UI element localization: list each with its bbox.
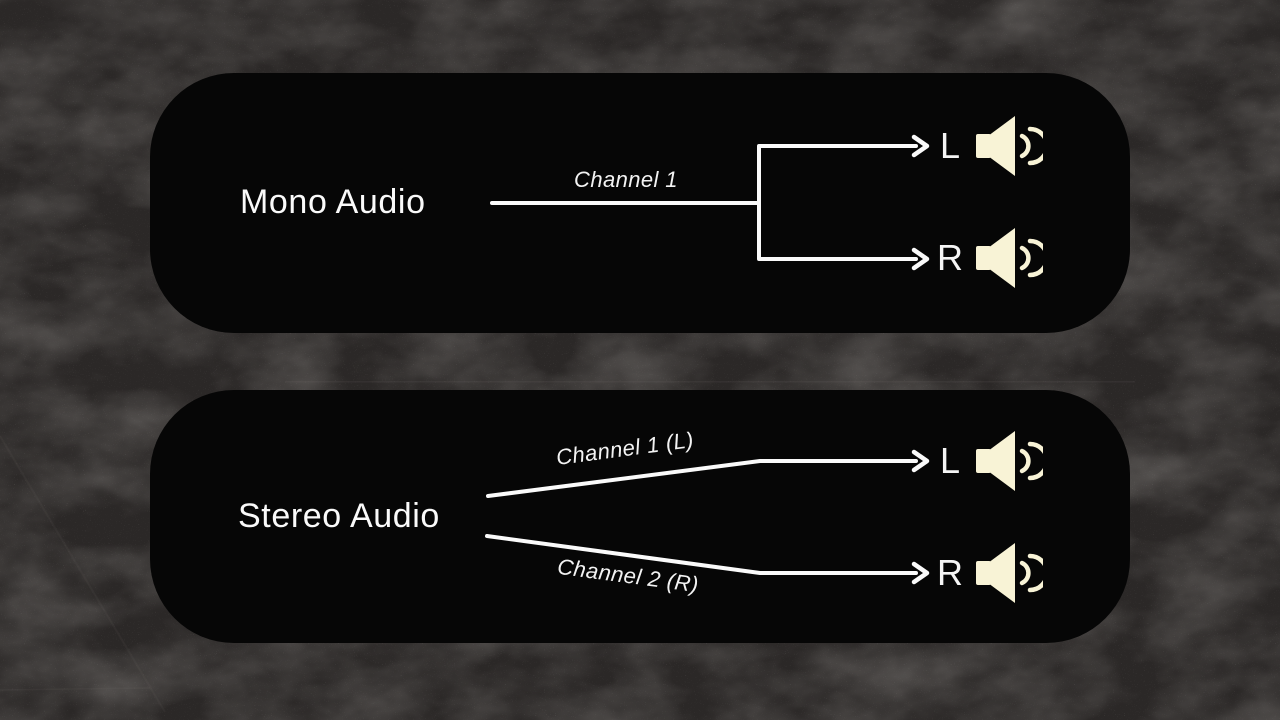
mono-output-label-r: R bbox=[937, 237, 963, 278]
speaker-icon bbox=[976, 228, 1043, 288]
speaker-icon bbox=[976, 431, 1043, 491]
speaker-icon bbox=[976, 543, 1043, 603]
speaker-icon bbox=[976, 116, 1043, 176]
mono-output-label-l: L bbox=[939, 125, 961, 166]
mono-title: Mono Audio bbox=[240, 183, 426, 221]
stereo-title: Stereo Audio bbox=[238, 497, 440, 535]
stereo-panel bbox=[150, 390, 1130, 643]
stereo-output-label-r: R bbox=[937, 552, 963, 593]
stereo-output-label-l: L bbox=[939, 440, 961, 481]
mono-channel-label: Channel 1 bbox=[574, 167, 678, 192]
